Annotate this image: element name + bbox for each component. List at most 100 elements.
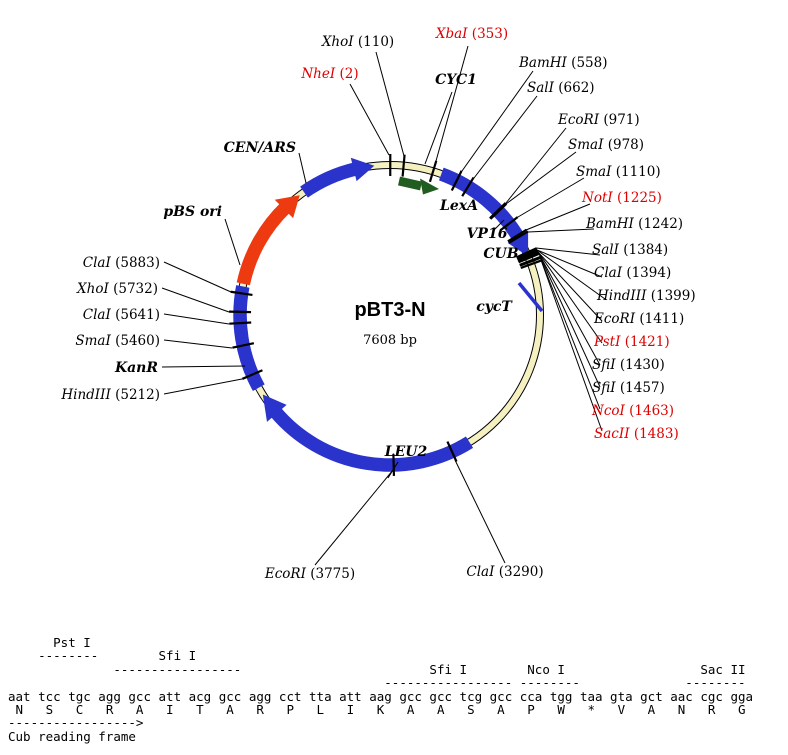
site-label-line-ecori-971 <box>505 127 567 204</box>
site-label-line-noti-1225 <box>525 203 591 231</box>
site-label-clai-5641: ClaI (5641) <box>83 307 160 323</box>
site-label-xhoi-5732: XhoI (5732) <box>76 281 158 297</box>
site-tick-sacii-1483 <box>520 259 542 269</box>
site-label-xbai-353: XbaI (353) <box>435 26 508 42</box>
gene-label-line-kanr <box>161 365 246 368</box>
gene-label-line-cen-ars <box>298 152 307 184</box>
site-label-sfii-1430: SfiI (1430) <box>592 357 665 373</box>
site-ticks <box>229 153 542 476</box>
gene-label-line-leu2 <box>387 461 399 479</box>
site-label-line-sali-662 <box>473 95 538 179</box>
site-label-line-ncoi-1463 <box>539 256 601 410</box>
site-label-line-clai-1394 <box>536 249 603 278</box>
site-label-psti-1421: PstI (1421) <box>593 334 670 350</box>
leu2-arrow <box>269 407 474 472</box>
site-label-line-sacii-1483 <box>540 259 603 432</box>
gene-label-leu2: LEU2 <box>384 444 428 460</box>
site-tick-sali-1384 <box>516 247 537 259</box>
site-label-line-sfii-1457 <box>539 255 601 388</box>
gene-label-vp16: VP16 <box>467 226 508 242</box>
pbs-ori-arrow <box>236 202 291 286</box>
site-label-line-ecori-1411 <box>537 251 603 322</box>
cen-ars-arrow <box>300 162 358 198</box>
kanr-segment <box>233 285 265 391</box>
site-label-line-ecori-3775 <box>314 469 394 566</box>
gene-label-line-cyc1 <box>424 91 453 165</box>
gene-label-cub: CUB <box>483 246 518 262</box>
gene-label-lexa: LexA <box>439 198 478 214</box>
sequence-annotation-panel: Pst I -------- Sfi I ----------------- S… <box>8 635 754 744</box>
site-tick-smai-5460 <box>232 342 255 349</box>
site-label-hindiii-5212: HindIII (5212) <box>60 387 160 403</box>
lexa-arrowhead-icon <box>420 178 439 195</box>
site-label-line-bamhi-558 <box>461 70 534 172</box>
site-label-line-xhoi-110 <box>375 51 405 157</box>
site-tick-hindiii-5212 <box>241 369 263 380</box>
bait-cassette-arrowhead-icon <box>507 230 529 257</box>
site-label-line-bamhi-1242 <box>527 228 595 233</box>
site-tick-xhoi-110 <box>401 154 406 177</box>
site-tick-xbai-353 <box>428 160 438 183</box>
labels: XhoI (110) NheI (2) XbaI (353) BamHI (558) S… <box>60 26 695 582</box>
cyct-marker <box>517 281 544 313</box>
site-tick-bamhi-1242 <box>508 230 529 244</box>
site-label-line-clai-3290 <box>454 459 506 564</box>
gene-label-cen-ars: CEN/ARS <box>224 140 296 156</box>
gene-label-cyc1: CYC1 <box>435 72 477 88</box>
site-tick-ecori-3775 <box>392 453 396 476</box>
plasmid-size: 7608 bp <box>363 333 417 348</box>
site-label-sali-662: SalI (662) <box>527 80 595 96</box>
site-label-bamhi-1242: BamHI (1242) <box>585 216 683 232</box>
site-label-line-sfii-1430 <box>538 253 601 366</box>
site-label-line-clai-5883 <box>163 261 232 293</box>
gene-label-line-pbs-ori <box>224 218 241 266</box>
site-tick-sali-662 <box>461 176 475 197</box>
site-label-smai-1110: SmaI (1110) <box>576 164 661 180</box>
site-label-xhoi-110: XhoI (110) <box>321 34 394 50</box>
label-lines <box>161 45 606 566</box>
site-label-clai-5883: ClaI (5883) <box>83 255 160 271</box>
lexa-arrow <box>398 176 422 191</box>
site-label-sali-1384: SalI (1384) <box>592 242 668 258</box>
site-label-line-xhoi-5732 <box>161 287 230 313</box>
gene-label-pbs-ori: pBS ori <box>163 204 222 220</box>
site-label-sfii-1457: SfiI (1457) <box>592 380 665 396</box>
site-tick-ncoi-1463 <box>519 256 541 267</box>
site-label-ncoi-1463: NcoI (1463) <box>591 403 674 419</box>
site-label-noti-1225: NotI (1225) <box>581 190 662 206</box>
plasmid-title: pBT3-N <box>354 299 425 321</box>
site-label-bamhi-558: BamHI (558) <box>518 55 607 71</box>
site-tick-noti-1225 <box>507 228 528 243</box>
site-tick-sfii-1430 <box>518 252 540 264</box>
site-label-ecori-971: EcoRI (971) <box>557 112 640 128</box>
site-label-sacii-1483: SacII (1483) <box>594 426 679 442</box>
leu2-arrowhead-icon <box>262 394 287 422</box>
site-label-ecori-3775: EcoRI (3775) <box>264 566 355 582</box>
site-label-hindiii-1399: HindIII (1399) <box>596 288 696 304</box>
site-tick-bamhi-558 <box>450 170 463 191</box>
site-label-line-smai-1110 <box>517 177 585 218</box>
cen-ars-arrowhead-icon <box>350 157 375 182</box>
gene-label-line-vp16 <box>493 219 505 231</box>
gene-label-cyct: cycT <box>476 299 513 315</box>
site-label-smai-978: SmaI (978) <box>568 137 644 153</box>
bait-cassette-arrow <box>438 167 526 244</box>
site-label-ecori-1411: EcoRI (1411) <box>593 311 684 327</box>
site-label-line-nhei-2 <box>349 83 390 156</box>
site-label-line-hindiii-5212 <box>163 378 243 395</box>
site-label-nhei-2: NheI (2) <box>300 66 358 82</box>
site-label-line-xbai-353 <box>435 45 469 162</box>
site-label-clai-3290: ClaI (3290) <box>466 564 543 580</box>
site-label-line-clai-5641 <box>163 313 230 325</box>
site-tick-clai-3290 <box>446 441 458 463</box>
site-tick-smai-978 <box>489 202 508 220</box>
pbs-ori-arrowhead-icon <box>274 195 300 219</box>
plasmid-map: XhoI (110) NheI (2) XbaI (353) BamHI (558) S… <box>60 26 695 582</box>
site-label-line-smai-978 <box>505 151 577 205</box>
site-tick-clai-5883 <box>230 290 253 297</box>
site-tick-psti-1421 <box>517 251 539 263</box>
site-label-smai-5460: SmaI (5460) <box>75 333 160 349</box>
site-label-line-psti-1421 <box>537 251 603 344</box>
site-label-line-smai-5460 <box>163 339 233 349</box>
